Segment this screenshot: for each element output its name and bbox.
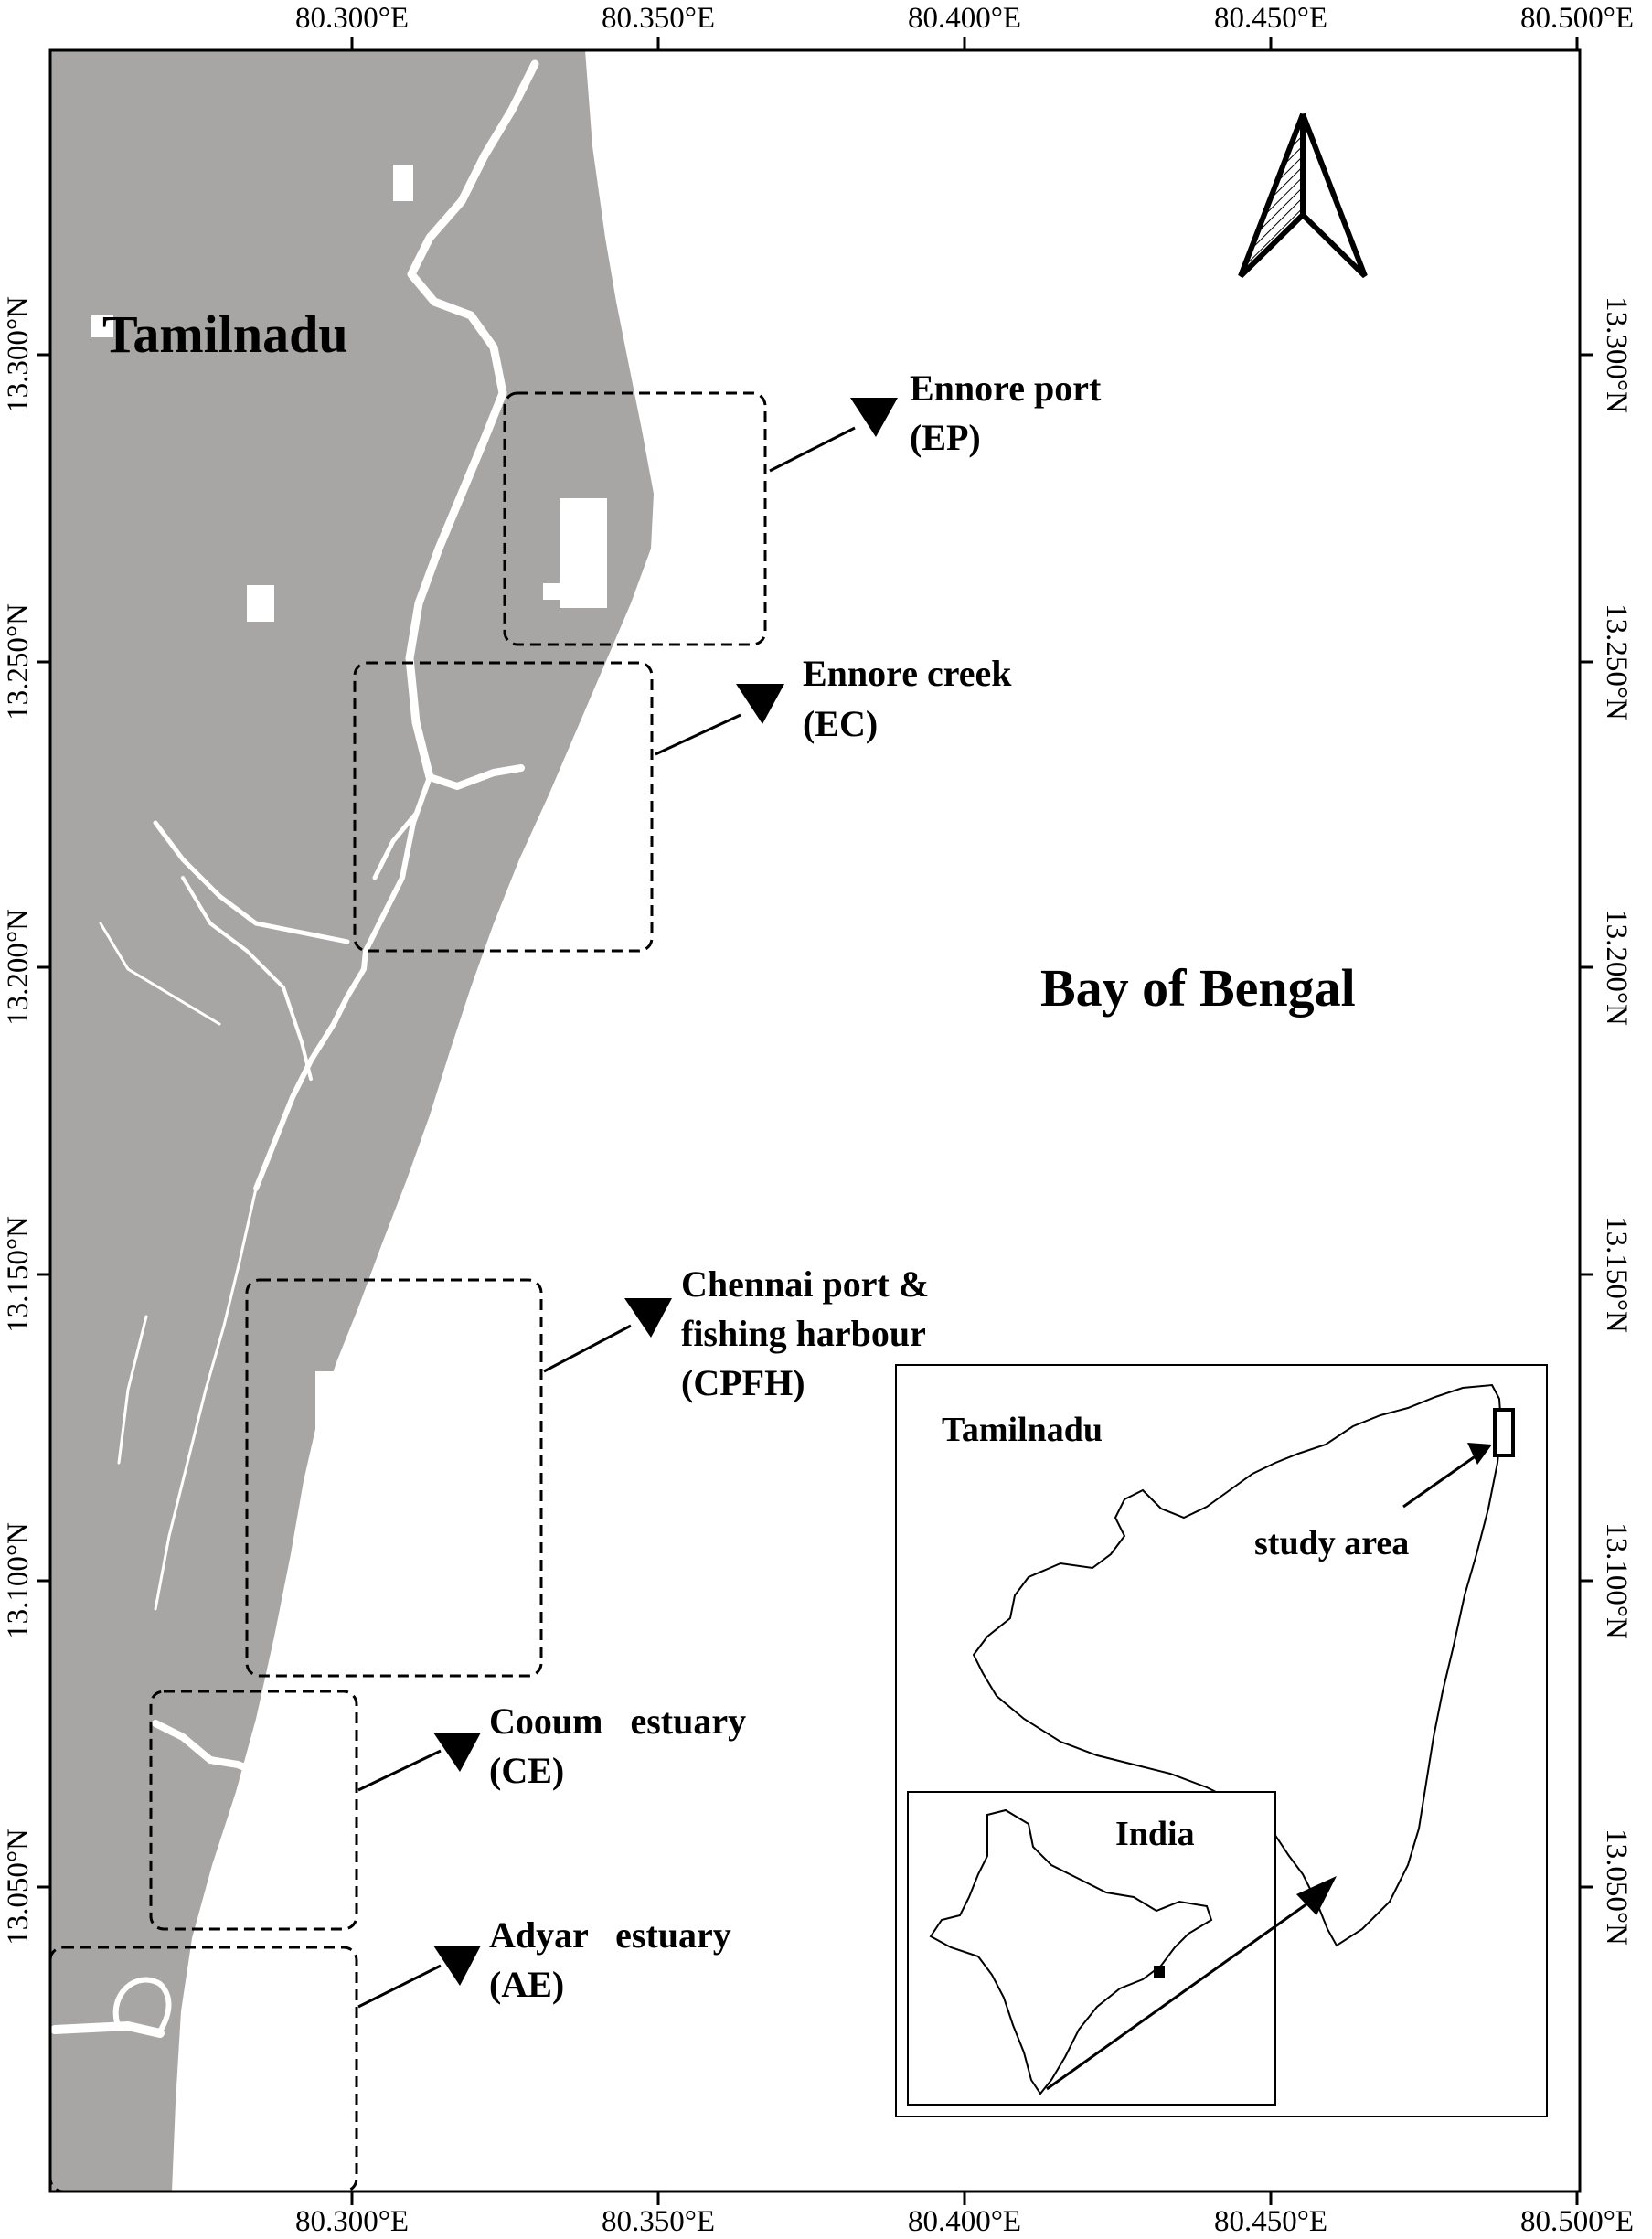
- site-box-ec: [353, 661, 654, 953]
- site-label-ep: Ennore port (EP): [910, 368, 1110, 458]
- tamilnadu-outline: [972, 1383, 1503, 1947]
- lat-tick-label: 13.200°N: [1600, 909, 1633, 1026]
- lat-tick-label: 13.100°N: [1600, 1522, 1633, 1639]
- study-area-label: study area: [1254, 1524, 1409, 1562]
- map-frame: [48, 48, 1582, 2193]
- port-structures: [91, 165, 607, 1691]
- site-box-ae: [48, 1946, 358, 2193]
- arrowhead-icon: [433, 1946, 481, 1986]
- lon-tick-label: 80.300°E: [295, 2, 409, 35]
- lon-tick-label: 80.350°E: [602, 2, 715, 35]
- site-label-ce: Cooum estuary (CE): [0, 0, 810, 1791]
- lat-tick-label: 13.250°N: [2, 603, 35, 720]
- lat-tick-label: 13.050°N: [2, 1829, 35, 1946]
- land-label: Tamilnadu: [102, 304, 348, 364]
- lat-tick-label: 13.050°N: [1600, 1829, 1633, 1946]
- lat-tick-label: 13.250°N: [1600, 603, 1633, 720]
- inset-map: Tamilnadu study area India: [895, 1364, 1548, 2117]
- lon-tick-label: 80.300°E: [295, 2205, 409, 2238]
- lon-tick-label: 80.400°E: [908, 2205, 1021, 2238]
- lon-tick-label: 80.500°E: [1520, 2205, 1634, 2238]
- sea-label: Bay of Bengal: [1040, 958, 1356, 1018]
- site-arrows: [357, 398, 898, 2009]
- lon-tick-label: 80.450°E: [1214, 2205, 1327, 2238]
- lon-tick-label: 80.400°E: [908, 2, 1021, 35]
- latitude-labels-right: 13.300°N 13.250°N 13.200°N 13.150°N 13.1…: [1600, 296, 1633, 1946]
- river-network: [50, 59, 539, 2038]
- inset-state-label: Tamilnadu: [942, 1411, 1103, 1449]
- tamilnadu-highlight: [1154, 1966, 1165, 1978]
- site-labels: Ennore port (EP) Ennore creek (EC) Chenn…: [0, 0, 1110, 2005]
- arrowhead-icon: [850, 398, 898, 437]
- north-arrow-icon: [1238, 112, 1368, 279]
- site-box-ce: [149, 1690, 358, 1931]
- site-boxes: [48, 391, 767, 2193]
- arrowhead-icon: [433, 1733, 481, 1772]
- lat-tick-label: 13.300°N: [1600, 296, 1633, 413]
- arrowhead-icon: [1467, 1443, 1492, 1465]
- land-area: [50, 50, 654, 2191]
- lon-tick-label: 80.350°E: [602, 2205, 715, 2238]
- arrowhead-icon: [736, 684, 784, 724]
- arrowhead-icon: [1296, 1876, 1337, 1915]
- site-box-ep: [503, 391, 767, 646]
- tick-marks: [37, 37, 1593, 2205]
- lat-tick-label: 13.100°N: [2, 1522, 35, 1639]
- longitude-labels-top: 80.300°E 80.350°E 80.400°E 80.450°E 80.5…: [295, 2, 1634, 35]
- site-label-ec: Ennore creek (EC): [803, 653, 1021, 744]
- india-label: India: [1115, 1815, 1195, 1853]
- lat-tick-label: 13.150°N: [2, 1216, 35, 1333]
- lat-tick-label: 13.150°N: [1600, 1216, 1633, 1333]
- site-label-ae: Adyar estuary (AE): [0, 0, 795, 2005]
- site-label-cpfh: Chennai port & fishing harbour (CPFH): [681, 1263, 938, 1403]
- lat-tick-label: 13.300°N: [2, 296, 35, 413]
- site-box-cpfh: [245, 1278, 543, 1678]
- india-outline: [929, 1808, 1213, 2095]
- longitude-labels-bottom: 80.300°E 80.350°E 80.400°E 80.450°E 80.5…: [295, 2205, 1634, 2238]
- lon-tick-label: 80.500°E: [1520, 2, 1634, 35]
- latitude-labels-left: 13.300°N 13.250°N 13.200°N 13.150°N 13.1…: [2, 296, 35, 1946]
- study-area-marker: [1493, 1408, 1515, 1457]
- lat-tick-label: 13.200°N: [2, 909, 35, 1026]
- lon-tick-label: 80.450°E: [1214, 2, 1327, 35]
- arrowhead-icon: [624, 1298, 672, 1338]
